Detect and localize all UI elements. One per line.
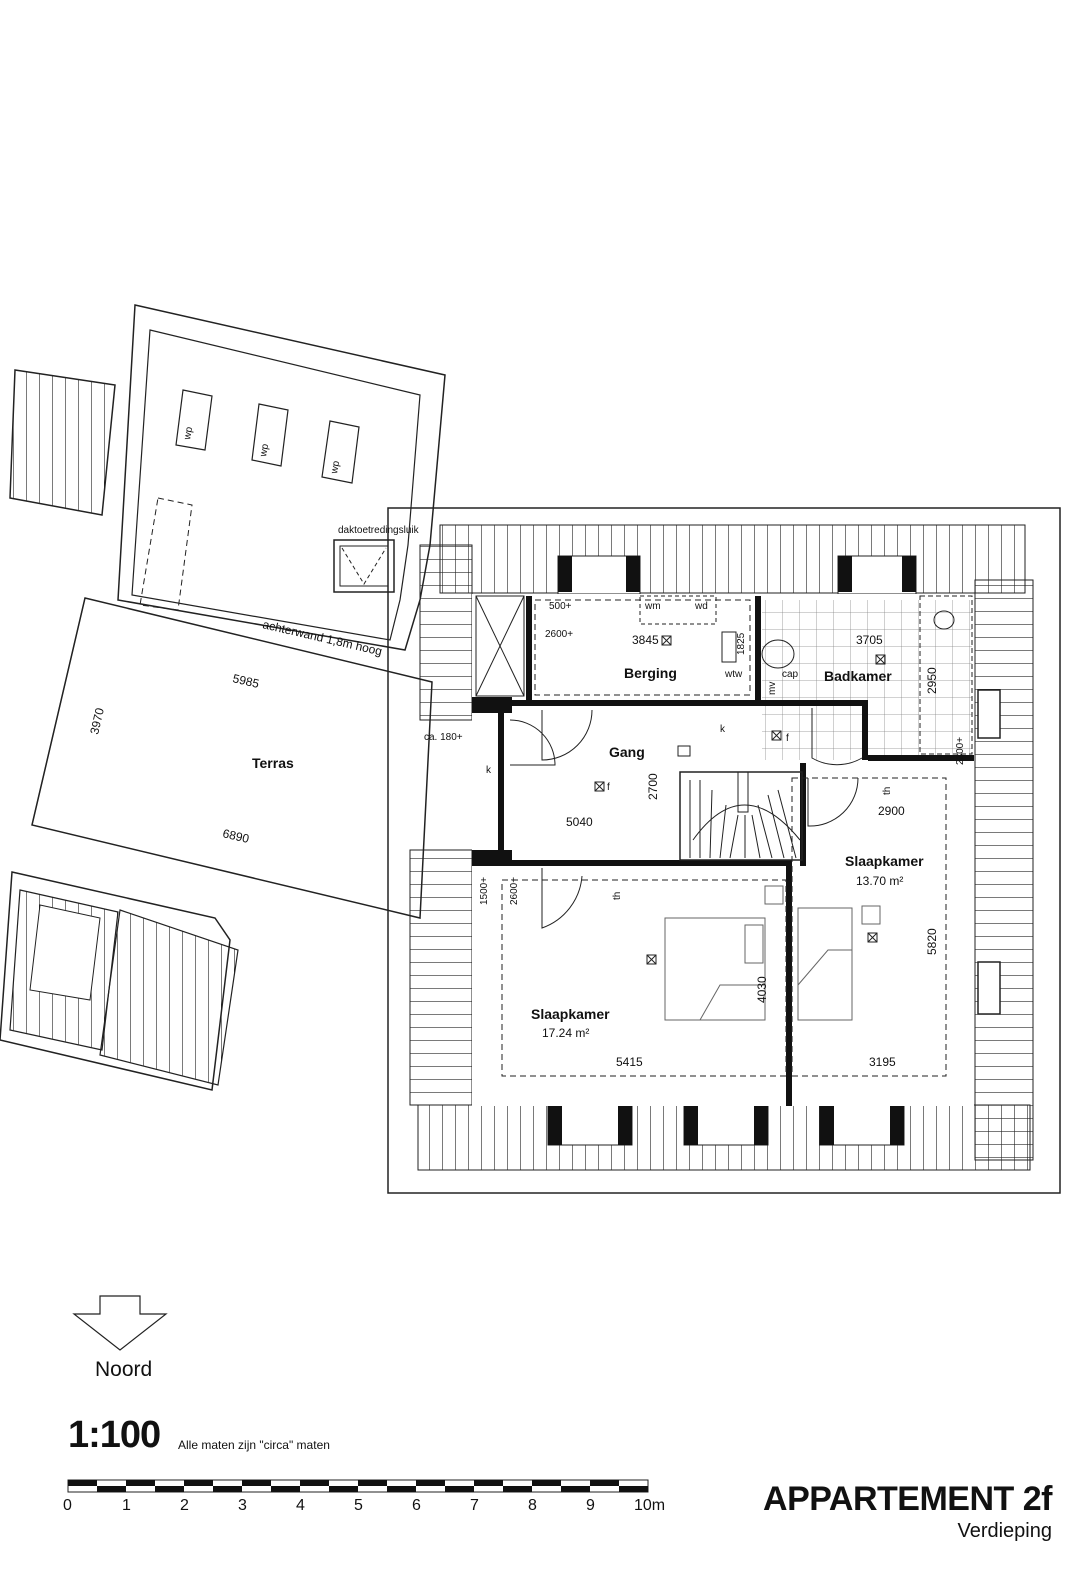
scale-tick: 9 <box>586 1497 595 1514</box>
dim-3705: 3705 <box>856 633 883 647</box>
mv-label: mv <box>767 682 778 695</box>
roof-hatch-icon <box>333 539 395 593</box>
area-slaapkamer-1: 17.24 m² <box>542 1026 589 1040</box>
room-slaapkamer-1: Slaapkamer <box>531 1006 610 1022</box>
scale-bar <box>67 1479 649 1493</box>
main-building <box>387 507 1061 1194</box>
dim-3195: 3195 <box>869 1055 896 1069</box>
interior-staircase <box>679 771 803 861</box>
ca180-label: ca. 180+ <box>424 732 463 743</box>
dim-5985: 5985 <box>231 671 260 691</box>
wp-unit-1: wp <box>175 389 213 451</box>
scale-tick: 1 <box>122 1497 131 1514</box>
wm-label: wm <box>644 601 661 612</box>
wp-unit-3: wp <box>321 420 360 484</box>
scale-tick: 10m <box>634 1497 666 1514</box>
dim-5040: 5040 <box>566 815 593 829</box>
skylight-dashed <box>139 497 193 611</box>
dim-4030: 4030 <box>755 976 769 1003</box>
wtw-label: wtw <box>724 669 743 680</box>
scale-tick: 8 <box>528 1497 537 1514</box>
dim-5820: 5820 <box>925 928 939 955</box>
dim-6890: 6890 <box>221 826 250 846</box>
page-title: APPARTEMENT 2f <box>763 1480 1052 1518</box>
page-subtitle: Verdieping <box>957 1520 1052 1542</box>
height-2600-b: 2600+ <box>509 877 520 905</box>
scale-tick: 2 <box>180 1497 189 1514</box>
area-slaapkamer-2: 13.70 m² <box>856 874 903 888</box>
wd-label: wd <box>694 601 708 612</box>
dim-2700: 2700 <box>646 773 660 800</box>
dim-2950: 2950 <box>925 667 939 694</box>
height-1500: 1500+ <box>479 877 490 905</box>
dim-1825: 1825 <box>736 632 747 655</box>
th-label-2: th <box>882 787 893 795</box>
height-2600-a: 2600+ <box>545 629 573 640</box>
hatch-label: daktoetredingsluik <box>338 525 420 536</box>
stairs-lower-left <box>0 871 239 1091</box>
svg-text:wp: wp <box>258 443 271 459</box>
roof-upper-left: wp wp wp daktoetredingsluik <box>117 304 446 651</box>
scale-tick: 5 <box>354 1497 363 1514</box>
cap-label: cap <box>782 669 799 680</box>
height-500: 500+ <box>549 601 572 612</box>
th-label-1: th <box>612 892 623 900</box>
svg-text:wp: wp <box>182 426 195 442</box>
f-label-2: f <box>607 782 610 793</box>
scale-tick: 6 <box>412 1497 421 1514</box>
room-terras: Terras <box>252 755 294 771</box>
dim-3845: 3845 <box>632 633 659 647</box>
room-gang: Gang <box>609 744 645 760</box>
dim-2900: 2900 <box>878 804 905 818</box>
north-label: Noord <box>95 1358 153 1381</box>
room-berging: Berging <box>624 665 677 681</box>
north-arrow-icon <box>72 1295 168 1351</box>
scale-tick: 4 <box>296 1497 305 1514</box>
f-label-1: f <box>786 733 789 744</box>
svg-text:wp: wp <box>329 460 342 476</box>
backwall-label: achterwand 1,8m hoog <box>261 617 383 658</box>
scale-note: Alle maten zijn "circa" maten <box>178 1438 330 1452</box>
dim-5415: 5415 <box>616 1055 643 1069</box>
k-label-1: k <box>720 724 726 735</box>
stairs-top-left <box>9 369 116 516</box>
scale-tick: 3 <box>238 1497 247 1514</box>
height-2300: 2300+ <box>955 737 966 765</box>
scale-tick: 0 <box>63 1497 72 1514</box>
scale-tick: 7 <box>470 1497 479 1514</box>
dim-3970: 3970 <box>87 706 107 735</box>
terrace: achterwand 1,8m hoog 5985 3970 6890 Terr… <box>31 597 463 919</box>
scale-label: 1:100 <box>68 1414 161 1456</box>
wp-unit-2: wp <box>251 403 289 467</box>
room-badkamer: Badkamer <box>824 668 892 684</box>
room-slaapkamer-2: Slaapkamer <box>845 853 924 869</box>
k-label-2: k <box>486 765 492 776</box>
